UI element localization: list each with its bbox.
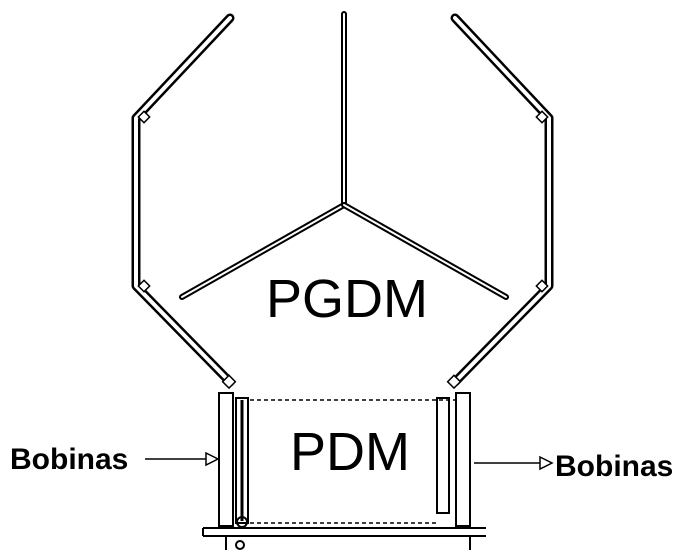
right-top-joint: [535, 110, 549, 124]
pgdm-label: PGDM: [266, 269, 428, 329]
right-outer-post: [455, 392, 471, 527]
left-coil-bar: [235, 397, 249, 524]
arrow-bobinas-left: [145, 451, 220, 467]
left-arm-end: [221, 374, 237, 390]
left-bottom-joint: [137, 279, 151, 293]
bobinas-right-label: Bobinas: [555, 450, 674, 483]
left-upper-arm: [131, 13, 235, 387]
arrow-bobinas-right: [474, 455, 554, 471]
left-diagonal-leg: [179, 202, 347, 300]
right-arm-end: [446, 374, 462, 390]
right-coil-bar: [436, 397, 450, 514]
left-top-joint: [137, 110, 151, 124]
right-upper-arm: [450, 13, 554, 387]
bottom-foot-circle: [235, 540, 245, 550]
pdm-box: [202, 392, 486, 550]
pdm-label: PDM: [290, 422, 410, 482]
right-bottom-joint: [535, 279, 549, 293]
right-diagonal-leg: [341, 202, 509, 300]
bobinas-left-label: Bobinas: [10, 443, 129, 476]
bottom-pivot: [236, 516, 248, 528]
left-outer-post: [218, 392, 234, 527]
